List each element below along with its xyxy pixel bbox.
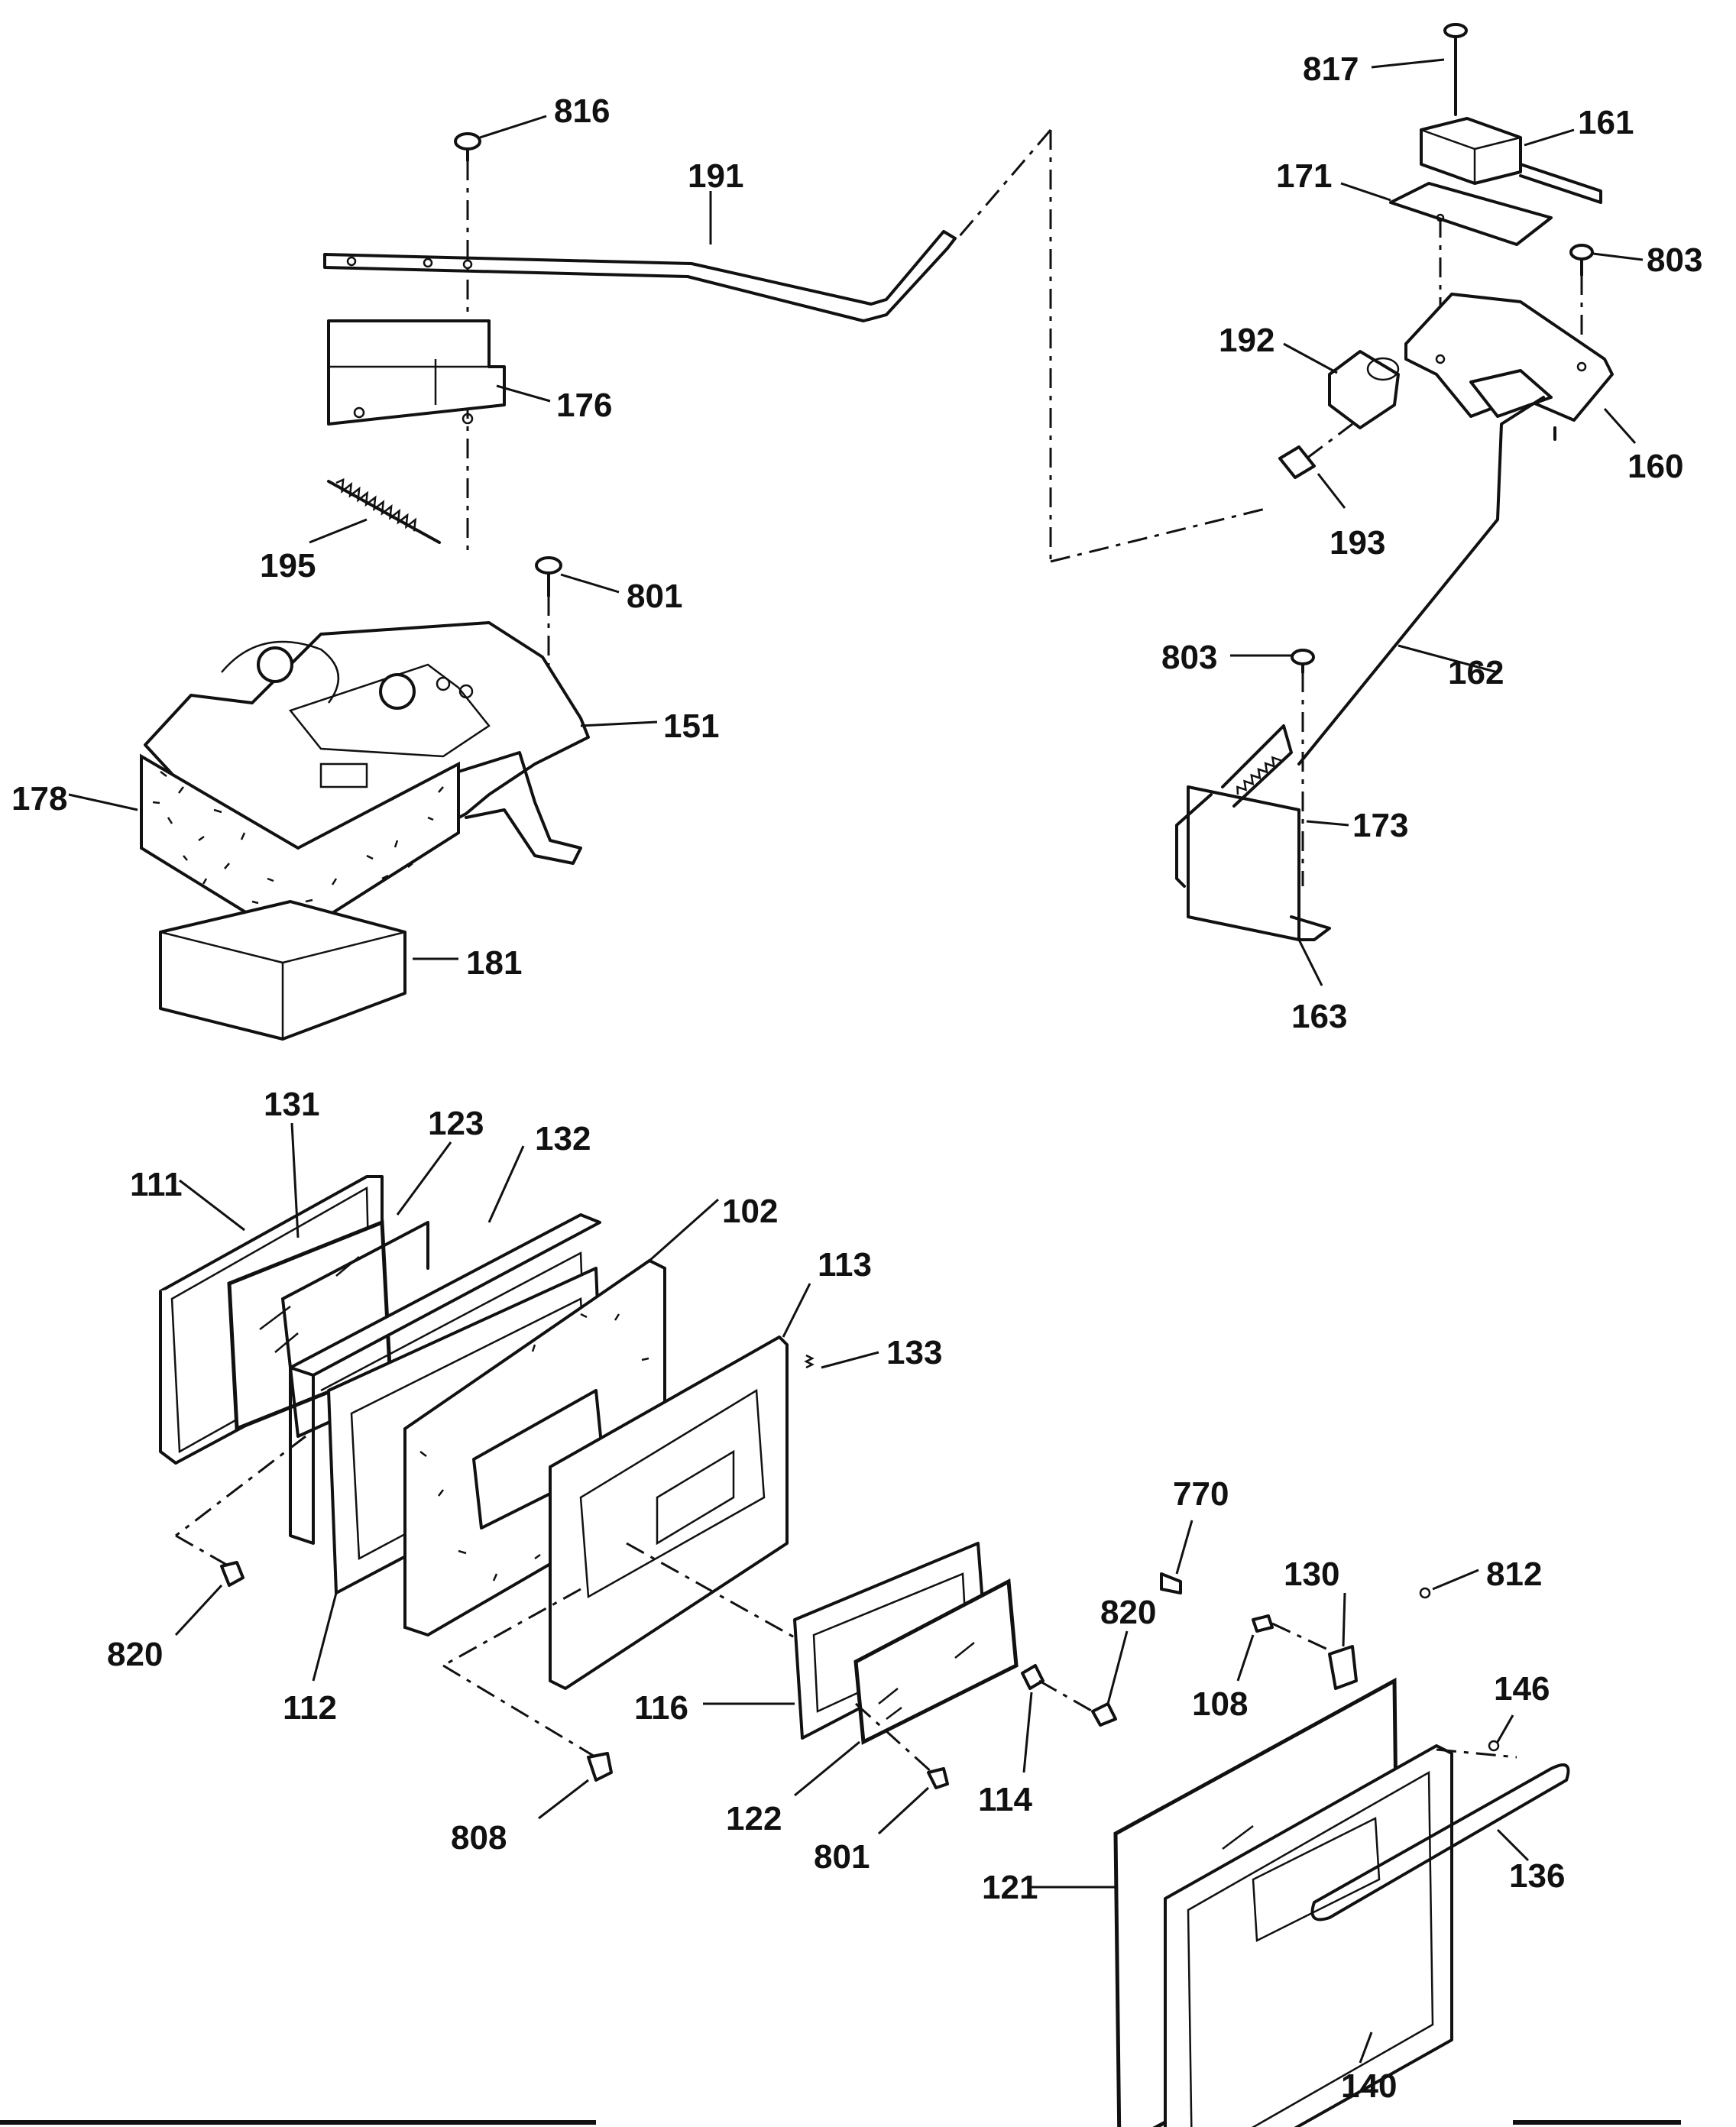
- door-assembly: [159, 1122, 1570, 2127]
- clip-114: [1021, 1664, 1045, 1773]
- outer-door-frame-140: [1164, 1744, 1453, 2127]
- screw-803-lower: [1230, 649, 1315, 886]
- callout-112: 112: [283, 1689, 337, 1727]
- part-146: [1488, 1714, 1514, 1752]
- callout-162: 162: [1448, 654, 1504, 691]
- screw-803-upper: [1569, 244, 1644, 367]
- handle-136: [1310, 1748, 1570, 1921]
- insulator-171: [1340, 182, 1553, 246]
- cap-192: [1283, 342, 1400, 429]
- screw-816: [454, 115, 547, 162]
- clip-193: [1278, 422, 1353, 509]
- callout-803-lower: 803: [1161, 639, 1217, 676]
- pin-108: [1236, 1614, 1330, 1682]
- callout-labels: 816 191 176 195 801 151 178 181 817 161 …: [11, 50, 1702, 2105]
- callout-193: 193: [1330, 524, 1385, 562]
- callout-195: 195: [260, 547, 316, 584]
- callout-111: 111: [130, 1166, 183, 1203]
- callout-192: 192: [1219, 322, 1274, 359]
- callout-163: 163: [1291, 998, 1347, 1035]
- callout-820-right: 820: [1100, 1594, 1156, 1631]
- callout-181: 181: [466, 944, 522, 982]
- callout-113: 113: [818, 1246, 872, 1284]
- screw-801-upper: [535, 556, 620, 711]
- callout-171: 171: [1276, 157, 1332, 195]
- block-181: [159, 900, 458, 1041]
- callout-808: 808: [451, 1819, 507, 1857]
- bracket-176: [327, 319, 551, 426]
- callout-132: 132: [535, 1120, 591, 1157]
- callout-803-upper: 803: [1647, 241, 1702, 279]
- switch-assembly: [1175, 23, 1644, 986]
- actuator-163: [1175, 724, 1349, 986]
- door-panel-113: [549, 1283, 811, 1690]
- bracket-130: [1328, 1592, 1358, 1690]
- callout-191: 191: [688, 157, 743, 195]
- screw-820-left: [174, 1561, 245, 1637]
- callout-173: 173: [1352, 807, 1408, 844]
- callout-146: 146: [1494, 1670, 1550, 1708]
- insulation-178: [68, 753, 460, 942]
- callout-160: 160: [1628, 448, 1683, 485]
- callout-801-upper: 801: [627, 578, 682, 615]
- latch-assembly: [68, 115, 957, 1041]
- callout-176: 176: [556, 387, 612, 424]
- glass-122: [794, 1578, 1019, 1797]
- callout-178: 178: [11, 780, 67, 817]
- callout-133: 133: [886, 1334, 942, 1371]
- screw-817: [1371, 23, 1468, 116]
- callout-140: 140: [1341, 2067, 1397, 2105]
- switch-bracket-160: [1404, 293, 1637, 444]
- callout-161: 161: [1578, 104, 1634, 141]
- part-812: [1419, 1569, 1479, 1599]
- callout-151: 151: [663, 707, 719, 745]
- callout-102: 102: [722, 1193, 778, 1230]
- screw-820-right: [1038, 1630, 1129, 1727]
- callout-122: 122: [726, 1800, 782, 1837]
- spring-195: [309, 478, 441, 544]
- rod-162: [1297, 396, 1545, 766]
- callout-770: 770: [1173, 1475, 1229, 1513]
- latch-lever-191: [323, 191, 957, 322]
- callout-123: 123: [428, 1105, 484, 1142]
- callout-136: 136: [1509, 1857, 1565, 1895]
- callout-121: 121: [982, 1869, 1038, 1906]
- clip-133: [804, 1351, 879, 1369]
- callout-801-lower: 801: [814, 1838, 870, 1876]
- callout-131: 131: [264, 1086, 319, 1123]
- callout-816: 816: [554, 92, 610, 130]
- switch-161: [1420, 117, 1602, 204]
- screw-808: [538, 1752, 613, 1820]
- linkage-dashline: [957, 129, 1269, 563]
- callout-114: 114: [978, 1781, 1033, 1818]
- callout-116: 116: [634, 1689, 688, 1727]
- screw-801-lower: [854, 1702, 949, 1835]
- rivet-770: [1160, 1520, 1194, 1594]
- callout-812: 812: [1486, 1556, 1542, 1593]
- callout-130: 130: [1284, 1556, 1339, 1593]
- callout-820-left: 820: [107, 1636, 163, 1673]
- callout-108: 108: [1192, 1685, 1248, 1723]
- callout-817: 817: [1303, 50, 1359, 88]
